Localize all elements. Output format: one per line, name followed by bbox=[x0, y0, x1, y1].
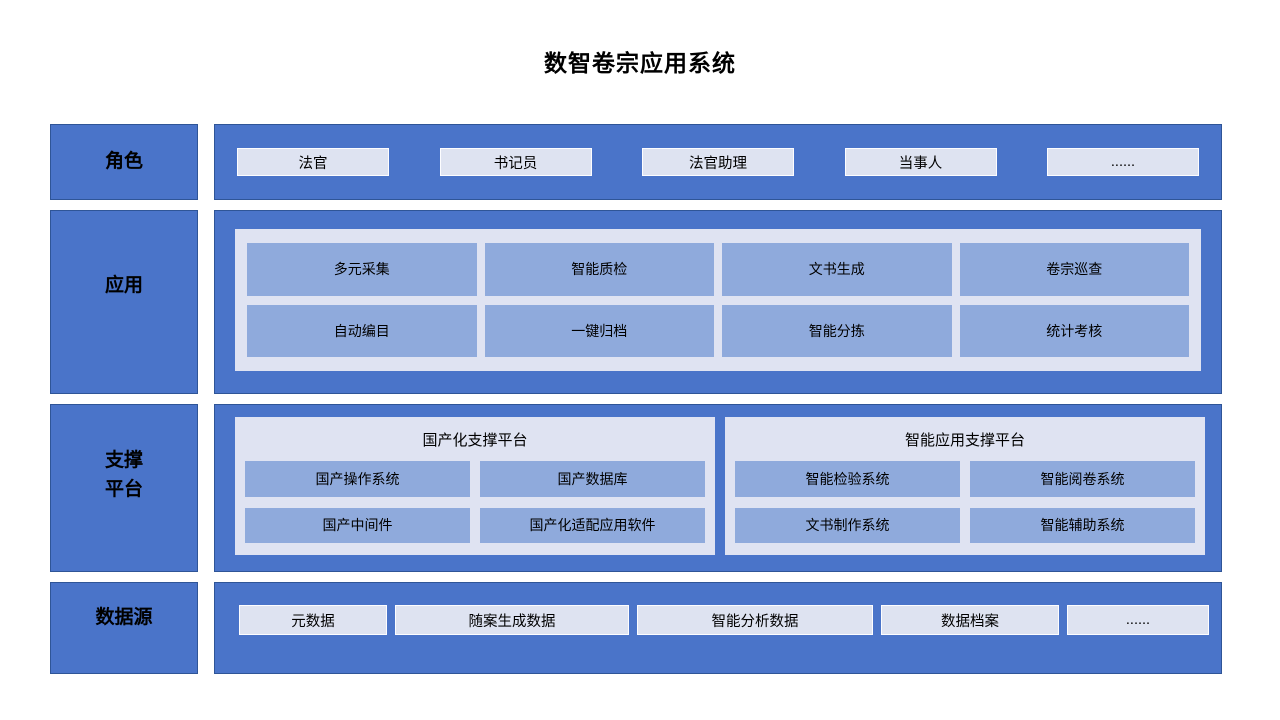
app-cell-one-click-archiving: 一键归档 bbox=[484, 304, 714, 357]
support-cell-domestic-os: 国产操作系统 bbox=[245, 461, 470, 497]
datasource-item-smart-analysis-data: 智能分析数据 bbox=[637, 605, 873, 635]
role-item-party: 当事人 bbox=[844, 148, 997, 176]
support-cell-smart-assist-system: 智能辅助系统 bbox=[970, 507, 1195, 543]
row-label-datasources: 数据源 bbox=[50, 582, 198, 674]
role-item-clerk: 书记员 bbox=[439, 148, 592, 176]
role-item-judge: 法官 bbox=[237, 148, 389, 176]
datasource-item-data-archive: 数据档案 bbox=[881, 605, 1059, 635]
roles-container: 法官 书记员 法官助理 当事人 ...... bbox=[214, 124, 1222, 200]
intelligent-app-support-panel-title: 智能应用支撑平台 bbox=[904, 431, 1025, 449]
support-cell-domestic-middleware: 国产中间件 bbox=[245, 507, 470, 543]
support-cell-domestic-adapted-software: 国产化适配应用软件 bbox=[480, 507, 705, 543]
diagram-title: 数智卷宗应用系统 bbox=[544, 50, 736, 76]
app-cell-multi-collection: 多元采集 bbox=[247, 243, 477, 296]
support-cell-domestic-database: 国产数据库 bbox=[480, 461, 705, 497]
row-label-roles-text: 角色 bbox=[104, 151, 143, 173]
role-item-judge-assistant: 法官助理 bbox=[642, 148, 794, 176]
row-label-applications: 应用 bbox=[50, 210, 198, 394]
row-label-roles: 角色 bbox=[50, 124, 198, 200]
datasource-item-metadata: 元数据 bbox=[239, 605, 387, 635]
datasource-item-more: ...... bbox=[1067, 605, 1209, 635]
row-label-support-line2: 平台 bbox=[104, 479, 143, 500]
intelligent-app-support-grid: 智能检验系统 智能阅卷系统 文书制作系统 智能辅助系统 bbox=[735, 461, 1195, 543]
support-cell-smart-inspection-system: 智能检验系统 bbox=[735, 461, 960, 497]
intelligent-app-support-panel: 智能应用支撑平台 智能检验系统 智能阅卷系统 文书制作系统 智能辅助系统 bbox=[725, 417, 1205, 555]
datasource-item-case-generated-data: 随案生成数据 bbox=[395, 605, 629, 635]
support-cell-smart-file-reading-system: 智能阅卷系统 bbox=[970, 461, 1195, 497]
app-cell-smart-quality-check: 智能质检 bbox=[484, 243, 714, 296]
domestic-support-panel: 国产化支撑平台 国产操作系统 国产数据库 国产中间件 国产化适配应用软件 bbox=[235, 417, 715, 555]
applications-panel: 多元采集 智能质检 文书生成 卷宗巡查 自动编目 一键归档 智能分拣 统计考核 bbox=[235, 229, 1201, 371]
app-cell-smart-sorting: 智能分拣 bbox=[722, 304, 952, 357]
datasources-container: 元数据 随案生成数据 智能分析数据 数据档案 ...... bbox=[214, 582, 1222, 674]
support-platform-container: 国产化支撑平台 国产操作系统 国产数据库 国产中间件 国产化适配应用软件 智能应… bbox=[214, 404, 1222, 572]
applications-container: 多元采集 智能质检 文书生成 卷宗巡查 自动编目 一键归档 智能分拣 统计考核 bbox=[214, 210, 1222, 394]
support-cell-document-production-system: 文书制作系统 bbox=[735, 507, 960, 543]
row-label-support-line1: 支撑 bbox=[104, 449, 143, 471]
domestic-support-grid: 国产操作系统 国产数据库 国产中间件 国产化适配应用软件 bbox=[245, 461, 705, 543]
domestic-support-panel-title: 国产化支撑平台 bbox=[422, 431, 528, 449]
app-cell-auto-cataloging: 自动编目 bbox=[247, 304, 477, 357]
role-item-more: ...... bbox=[1047, 148, 1199, 176]
app-cell-statistics-assessment: 统计考核 bbox=[959, 304, 1189, 357]
row-label-support-platform: 支撑 平台 bbox=[50, 404, 198, 572]
app-cell-document-generation: 文书生成 bbox=[722, 243, 952, 296]
app-cell-file-inspection: 卷宗巡查 bbox=[959, 243, 1189, 296]
row-label-applications-text: 应用 bbox=[104, 275, 143, 297]
row-label-datasources-text: 数据源 bbox=[95, 607, 153, 629]
